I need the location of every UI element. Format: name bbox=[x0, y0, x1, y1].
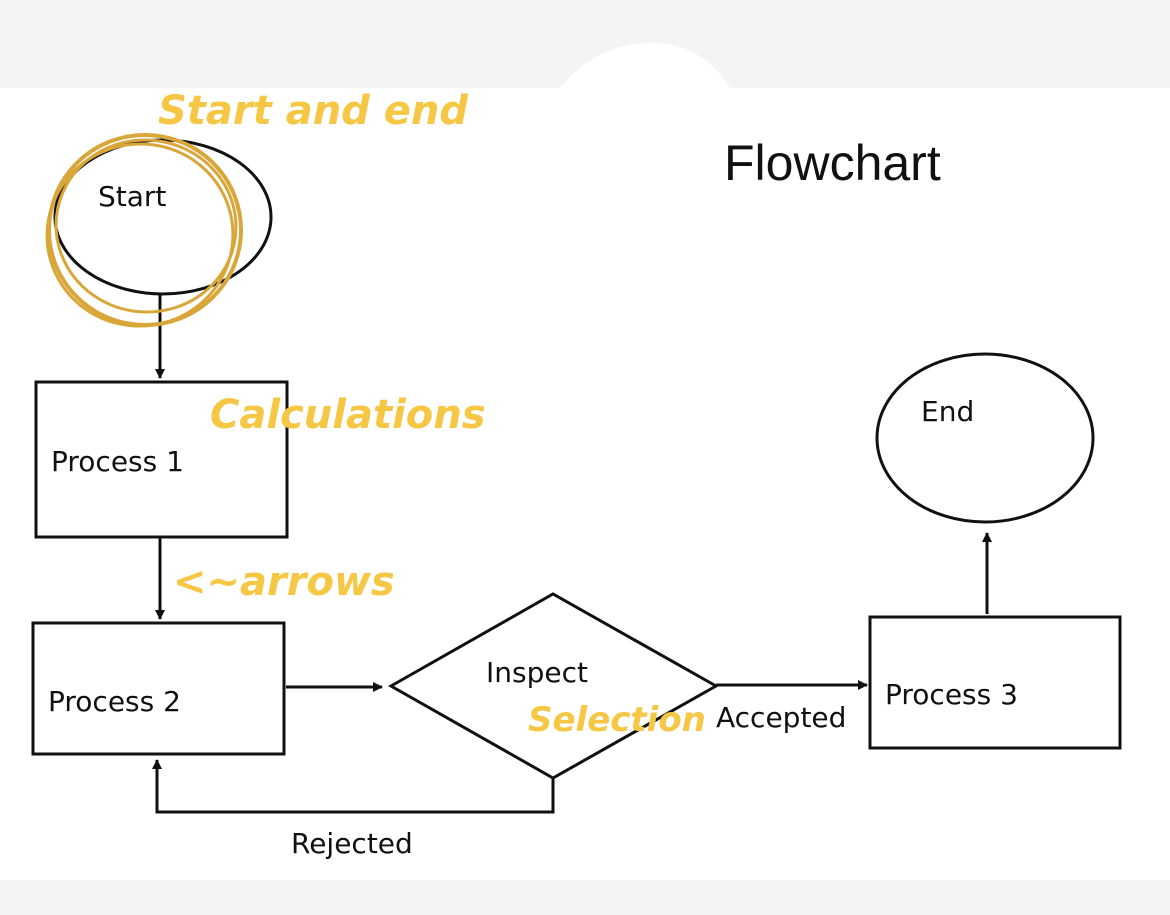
annotation-start-and-end: Start and end bbox=[158, 88, 468, 134]
inspect-decision-node bbox=[387, 592, 720, 780]
end-label: End bbox=[921, 395, 974, 428]
page-title: Flowchart bbox=[724, 135, 941, 191]
annotation-calculations: Calculations bbox=[210, 392, 486, 438]
end-node bbox=[875, 352, 1095, 524]
start-label: Start bbox=[98, 180, 166, 213]
process3-label: Process 3 bbox=[885, 678, 1018, 711]
annotation-arrows: <~arrows bbox=[173, 559, 395, 605]
rejected-label: Rejected bbox=[291, 827, 413, 860]
edge-rejected bbox=[152, 759, 555, 814]
inspect-label: Inspect bbox=[486, 656, 588, 689]
accepted-label: Accepted bbox=[716, 701, 846, 734]
annotation-selection: Selection bbox=[528, 700, 706, 740]
process1-label: Process 1 bbox=[51, 445, 184, 478]
background-notch bbox=[560, 42, 730, 88]
process2-label: Process 2 bbox=[48, 685, 181, 718]
process2-node bbox=[31, 621, 286, 756]
highlight-circle bbox=[54, 138, 238, 314]
process1-node bbox=[34, 380, 289, 539]
highlight-circle bbox=[45, 142, 235, 328]
process3-node bbox=[868, 615, 1122, 750]
